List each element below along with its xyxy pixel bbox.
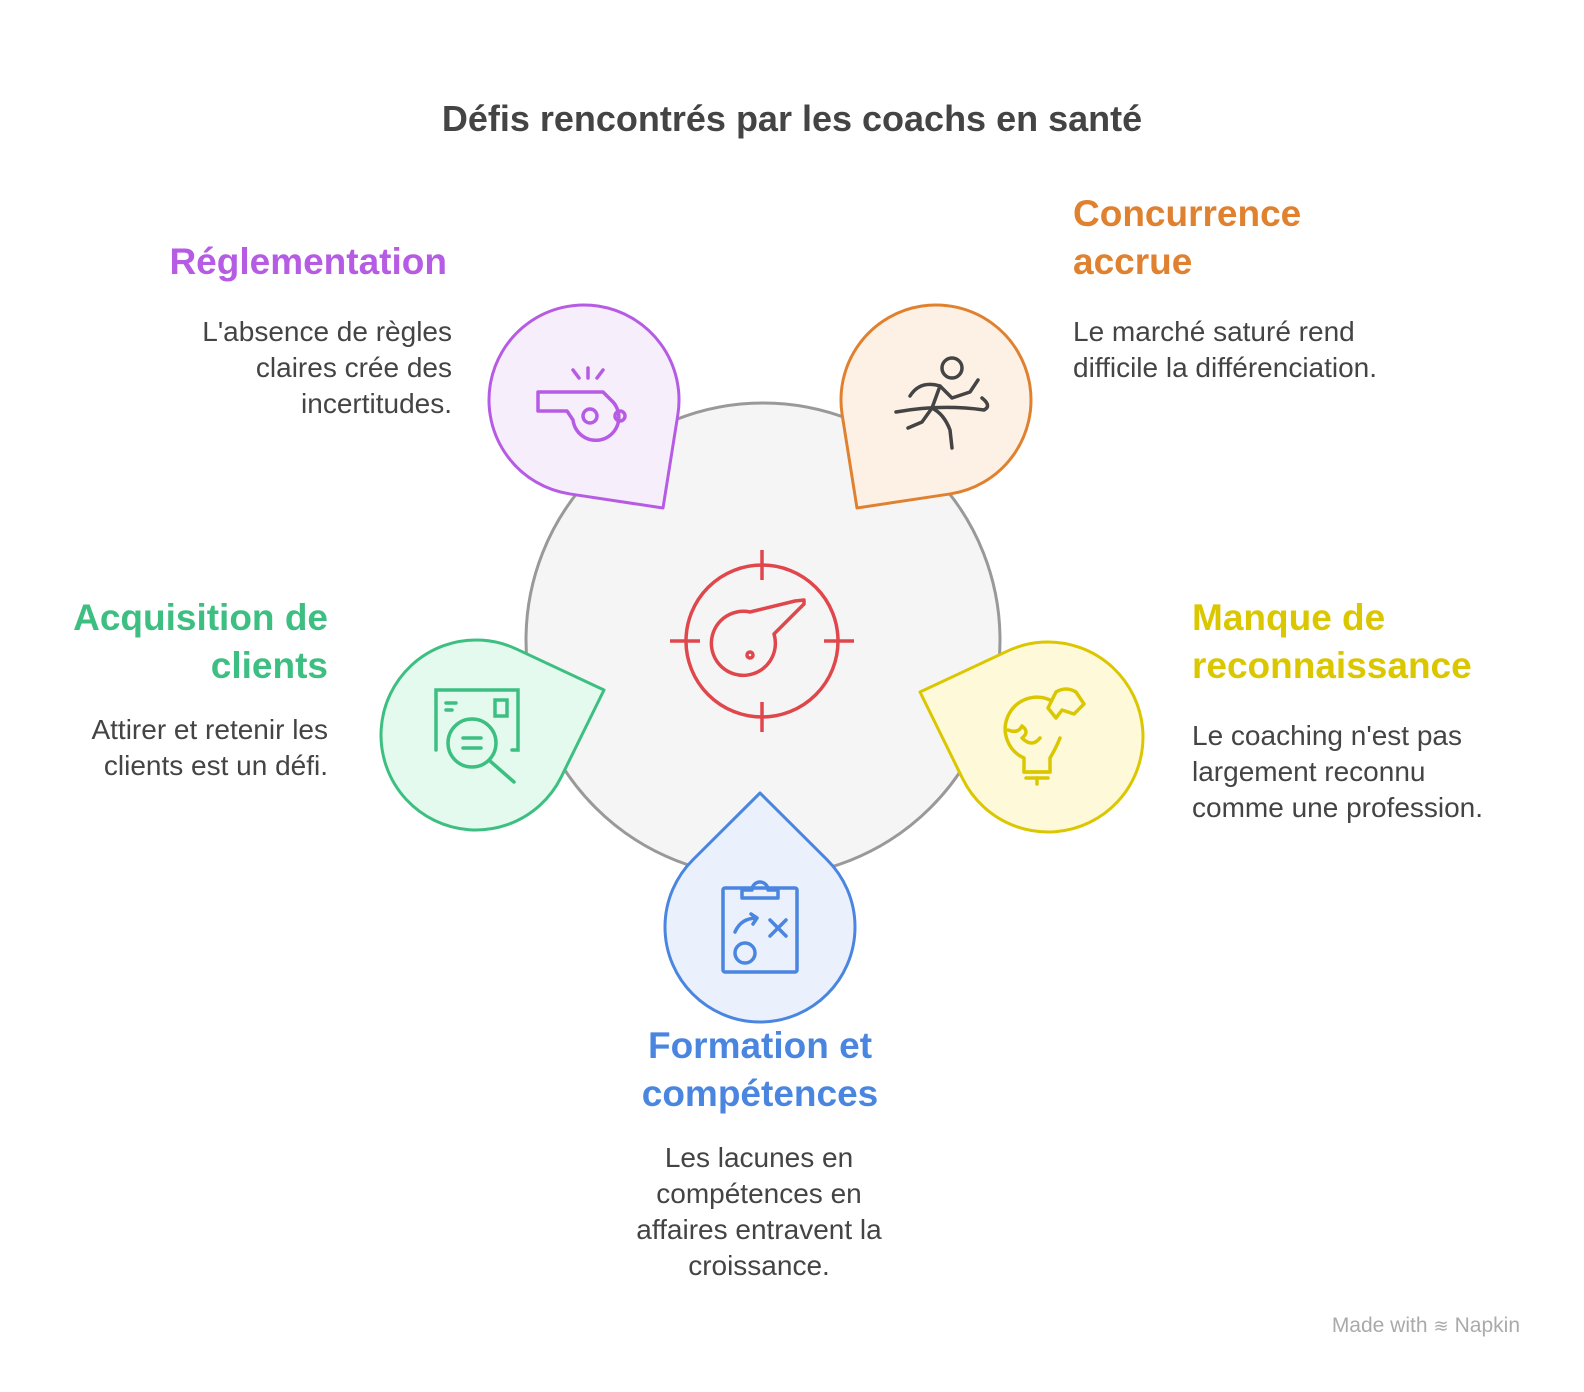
heading-reglementation: Réglementation [169, 241, 447, 282]
desc-reglementation: L'absence de règles claires crée des inc… [202, 316, 452, 419]
strategy-clipboard-icon [721, 880, 799, 974]
search-profile-icon [434, 688, 520, 784]
heading-concurrence: Concurrence accrue [1073, 193, 1302, 282]
heading-acquisition: Acquisition de clients [73, 597, 328, 686]
desc-reconnaissance: Le coaching n'est pas largement reconnu … [1192, 720, 1484, 823]
diagram-title: Défis rencontrés par les coachs en santé [441, 98, 1143, 139]
pin-formation [663, 791, 857, 1024]
desc-concurrence: Le marché saturé rend difficile la diffé… [1073, 316, 1378, 383]
napkin-watermark: Made with ≋ Napkin [1332, 1314, 1520, 1338]
pin-reglementation [487, 303, 681, 510]
pin-reconnaissance [918, 640, 1145, 834]
whistle-icon [536, 366, 627, 443]
made-with-label: Made with [1331, 1314, 1428, 1337]
pin-acquisition [379, 638, 606, 832]
puzzle-bulb-icon [1003, 687, 1086, 786]
heading-formation: Formation et compétences [641, 1025, 879, 1114]
napkin-brand-label: Napkin [1454, 1314, 1520, 1337]
napkin-logo-icon: ≋ [1433, 1315, 1449, 1336]
runner-finish-icon [894, 356, 990, 450]
heading-reconnaissance: Manque de reconnaissance [1192, 597, 1472, 686]
desc-formation: Les lacunes en compétences en affaires e… [636, 1142, 882, 1281]
target-key-icon [670, 550, 854, 732]
desc-acquisition: Attirer et retenir les clients est un dé… [91, 714, 328, 781]
